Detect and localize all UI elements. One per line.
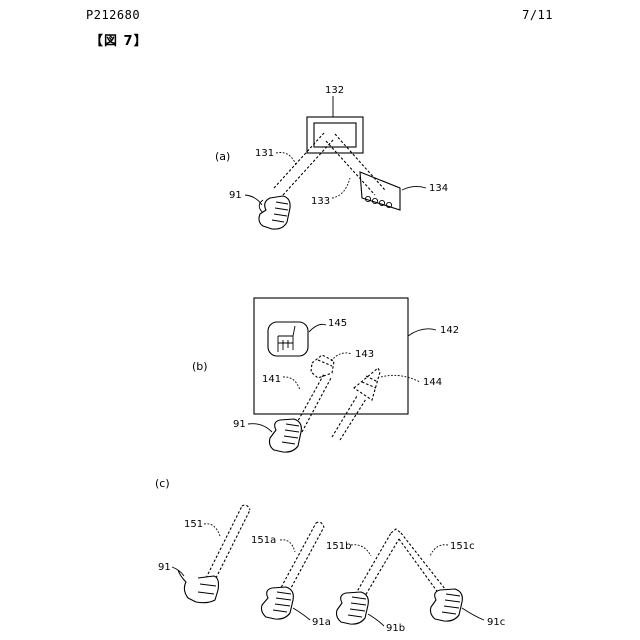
virtual-tool-144 bbox=[332, 368, 380, 440]
object-145 bbox=[268, 322, 308, 356]
ref-132: 132 bbox=[325, 85, 344, 96]
virtual-tool-143 bbox=[311, 355, 334, 378]
hand-91-b bbox=[270, 419, 302, 452]
ref-91-a: 91 bbox=[229, 190, 242, 201]
display-device-132 bbox=[307, 117, 363, 153]
part-c-caption: (c) bbox=[155, 477, 170, 490]
part-b-caption: (b) bbox=[192, 360, 208, 373]
ref-142: 142 bbox=[440, 325, 459, 336]
ref-134: 134 bbox=[429, 183, 448, 194]
part-a-caption: (a) bbox=[215, 150, 230, 163]
ref-141: 141 bbox=[262, 374, 281, 385]
ref-143: 143 bbox=[355, 349, 374, 360]
ref-91a: 91a bbox=[312, 617, 331, 628]
virtual-pointer-131 bbox=[274, 133, 333, 195]
ref-133: 133 bbox=[311, 196, 330, 207]
ref-151b: 151b bbox=[326, 541, 351, 552]
ref-91b: 91b bbox=[386, 623, 405, 634]
ref-91-b: 91 bbox=[233, 419, 246, 430]
panel-134 bbox=[360, 172, 400, 210]
hand-91a bbox=[262, 587, 294, 619]
part-c: (c) 151 91 151a bbox=[155, 477, 505, 634]
virtual-pointer-151c bbox=[399, 533, 449, 598]
ref-145: 145 bbox=[328, 318, 347, 329]
ref-151a: 151a bbox=[251, 535, 276, 546]
ref-151: 151 bbox=[184, 519, 203, 530]
ref-151c: 151c bbox=[450, 541, 475, 552]
ref-91c: 91c bbox=[487, 617, 505, 628]
hand-91c bbox=[431, 589, 463, 621]
ref-131: 131 bbox=[255, 148, 274, 159]
ref-144: 144 bbox=[423, 377, 442, 388]
part-b: (b) 142 145 143 141 bbox=[192, 298, 459, 452]
virtual-pointer-151 bbox=[206, 505, 250, 582]
hand-91b bbox=[337, 592, 369, 624]
hand-91-c bbox=[178, 570, 219, 603]
ref-91-c: 91 bbox=[158, 562, 171, 573]
part-a: (a) 132 131 133 bbox=[215, 85, 448, 229]
hand-91-a bbox=[259, 196, 290, 229]
